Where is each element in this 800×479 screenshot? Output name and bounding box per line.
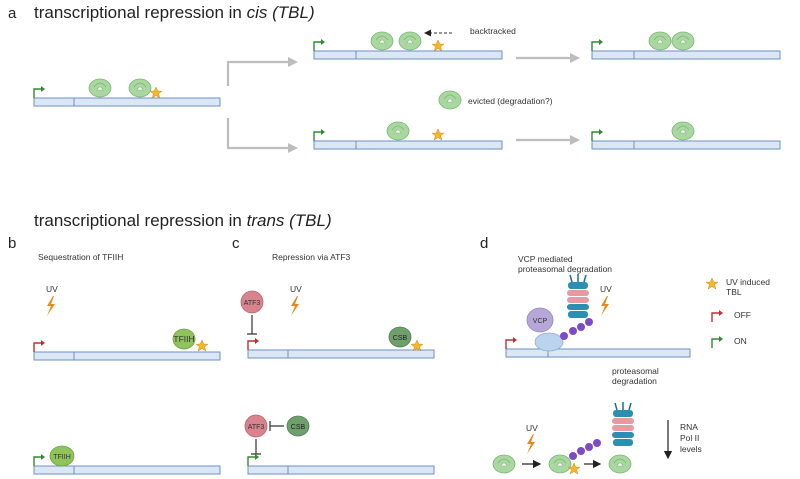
panel-d-caption-2: proteasomal degradation <box>518 264 612 274</box>
panel-b-letter: b <box>8 235 16 252</box>
legend-off-arrow-icon <box>711 309 724 323</box>
gene-c-bottom <box>247 453 435 475</box>
levels-line-1: RNA <box>680 422 698 432</box>
levels-line-3: levels <box>680 444 702 454</box>
trans-title: transcriptional repression in trans (TBL… <box>34 211 332 230</box>
legend-off-label: OFF <box>734 310 751 320</box>
panel-a-letter: a <box>8 5 17 22</box>
proteasome-icon <box>611 401 635 447</box>
gene-a-start <box>33 78 221 107</box>
panel-c-caption: Repression via ATF3 <box>272 252 351 262</box>
gene-a-evicted <box>313 121 503 150</box>
legend-tbl-star-icon <box>705 277 719 290</box>
backtracked-label: backtracked <box>470 26 516 36</box>
panel-b-uv-label: UV <box>46 284 58 294</box>
gene-a-lower-result <box>591 121 781 150</box>
atf3-bottom <box>244 414 310 455</box>
legend: UV induced TBL OFF ON <box>705 277 770 349</box>
arrow-a-lower <box>516 135 580 145</box>
atf3-top <box>240 290 264 335</box>
gene-d-top <box>505 307 691 358</box>
panel-c-letter: c <box>232 235 240 252</box>
legend-tbl-line-1: UV induced <box>726 277 770 287</box>
uv-bolt-icon <box>601 296 609 316</box>
degradation-sequence <box>492 439 632 475</box>
uv-bolt-icon <box>527 434 535 454</box>
uv-bolt-icon <box>291 296 299 316</box>
legend-on-label: ON <box>734 336 747 346</box>
gene-a-upper-result <box>591 31 781 60</box>
legend-tbl-line-2: TBL <box>726 287 742 297</box>
levels-line-2: Pol II <box>680 433 699 443</box>
csb-label-top: CSB <box>393 335 408 342</box>
proteasome-icon <box>566 273 590 319</box>
prot-degradation-1: proteasomal <box>612 366 659 376</box>
gene-b-top <box>33 328 221 361</box>
atf3-label-bottom: ATF3 <box>248 424 265 431</box>
evicted-label: evicted (degradation?) <box>468 96 553 106</box>
atf3-label-top: ATF3 <box>244 300 261 307</box>
vcp-label: VCP <box>533 318 548 325</box>
panel-d-uv-label-2: UV <box>526 423 538 433</box>
gene-a-backtracked <box>313 29 503 60</box>
arrow-a-upper <box>516 53 580 63</box>
panel-a-title: transcriptional repression in cis (TBL) <box>34 3 315 22</box>
panel-d-uv-label: UV <box>600 284 612 294</box>
panel-d-letter: d <box>480 235 488 252</box>
tfiih-label-top: TFIIH <box>173 334 194 344</box>
gene-b-bottom <box>33 445 221 475</box>
uv-bolt-icon <box>47 296 55 316</box>
gene-c-top <box>247 326 435 359</box>
csb-label-bottom: CSB <box>291 424 306 431</box>
split-arrows <box>226 57 298 153</box>
panel-c-uv-label: UV <box>290 284 302 294</box>
legend-on-arrow-icon <box>711 335 724 349</box>
tfiih-label-bottom: TFIIH <box>53 454 71 461</box>
panel-d-caption-1: VCP mediated <box>518 254 573 264</box>
prot-degradation-2: degradation <box>612 376 657 386</box>
evicted-pol2 <box>438 90 462 110</box>
panel-b-caption: Sequestration of TFIIH <box>38 252 123 262</box>
